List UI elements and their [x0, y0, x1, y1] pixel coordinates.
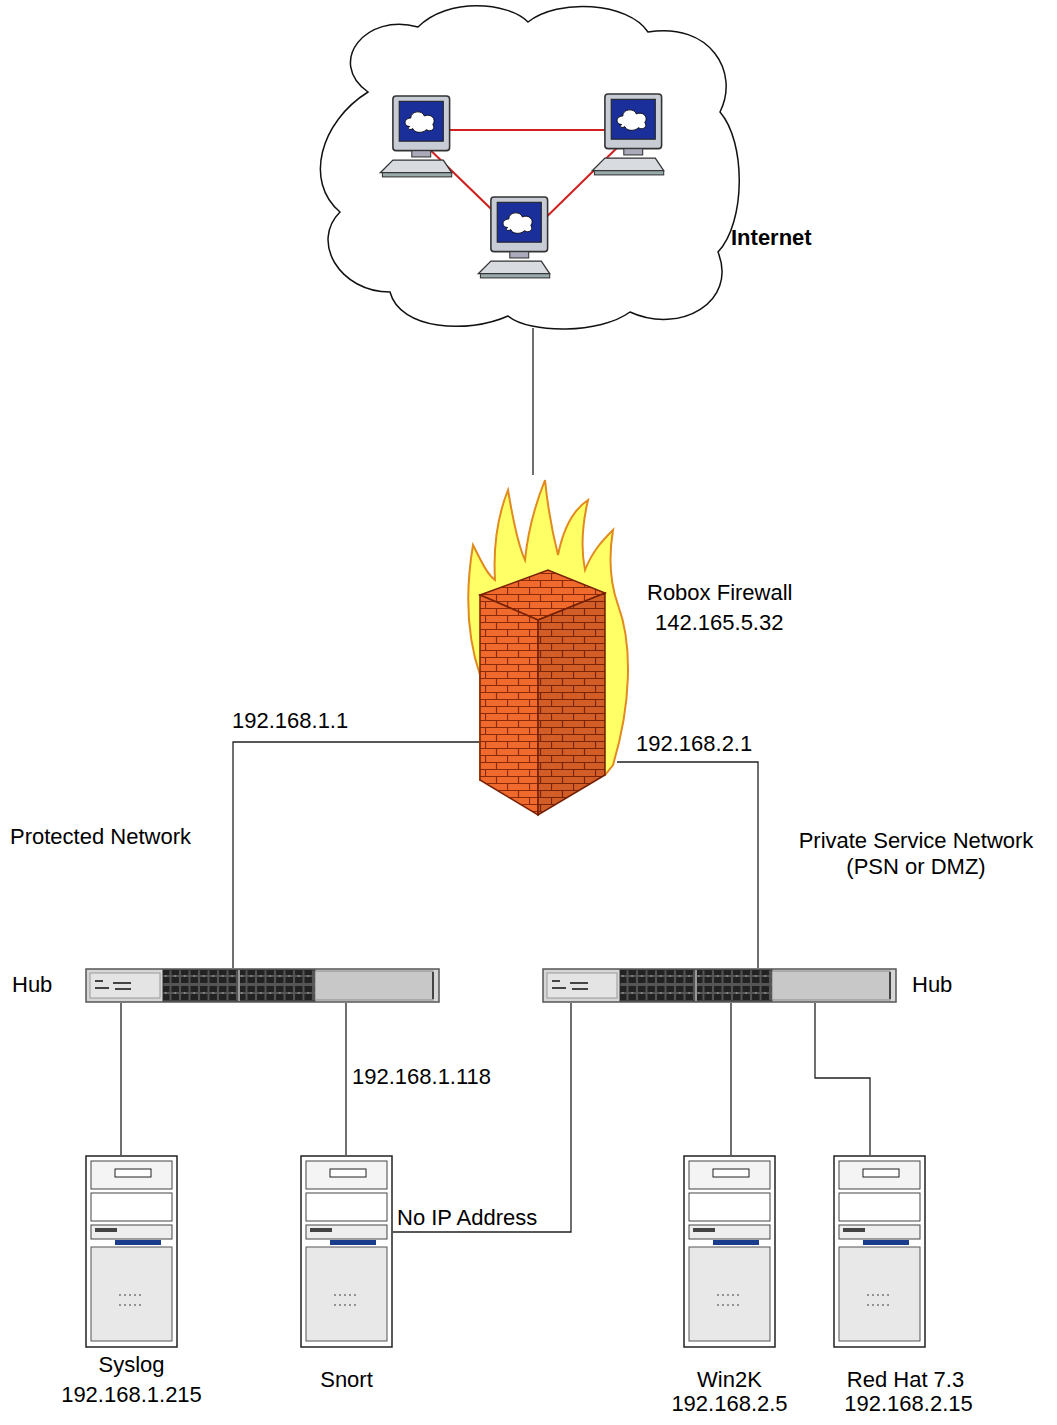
server-tower: Win2K192.168.2.5 — [683, 1155, 776, 1348]
hub-device: Hub — [542, 968, 897, 1003]
network-cable — [532, 328, 533, 475]
server-tower-outline — [300, 1155, 393, 1348]
network-cable — [233, 742, 480, 968]
edge-label: 192.168.1.1 — [232, 708, 348, 734]
network-cable — [617, 762, 758, 968]
network-cable — [120, 1003, 121, 1155]
server-tower-outline — [683, 1155, 776, 1348]
node-name: Hub — [12, 972, 52, 998]
edge-label: 192.168.2.1 — [636, 731, 752, 757]
network-cable — [730, 1003, 731, 1155]
network-cable — [393, 1003, 571, 1232]
internet-cloud-outline — [308, 0, 743, 330]
node-name: Syslog — [98, 1352, 164, 1378]
server-tower-outline — [85, 1155, 178, 1348]
hub-device: Hub — [85, 968, 440, 1003]
node-name: Win2K — [697, 1367, 762, 1393]
node-name: Red Hat 7.3 — [847, 1367, 964, 1393]
ip-address: 142.165.5.32 — [655, 610, 783, 636]
internet-cloud: Internet — [308, 0, 743, 330]
edge-label: No IP Address — [397, 1205, 537, 1231]
firewall-icon-outline — [463, 475, 635, 815]
ip-address: 192.168.1.215 — [61, 1382, 202, 1408]
node-name: Robox Firewall — [647, 580, 793, 606]
hub-device-outline — [542, 968, 897, 1003]
server-tower: Red Hat 7.3192.168.2.15 — [833, 1155, 926, 1348]
firewall-icon: Robox Firewall142.165.5.32 — [463, 475, 635, 815]
hub-device-outline — [85, 968, 440, 1003]
node-name: Snort — [320, 1367, 373, 1393]
ip-address: 192.168.2.15 — [844, 1391, 972, 1417]
node-name: Internet — [731, 225, 812, 251]
network-cable — [345, 1003, 346, 1155]
network-label: Protected Network — [10, 824, 191, 850]
edge-label: 192.168.1.118 — [352, 1064, 491, 1090]
network-label: Private Service Network (PSN or DMZ) — [775, 828, 1057, 880]
server-tower-outline — [833, 1155, 926, 1348]
server-tower: Syslog192.168.1.215 — [85, 1155, 178, 1348]
node-name: Hub — [912, 972, 952, 998]
ip-address: 192.168.2.5 — [671, 1391, 787, 1417]
server-tower: Snort — [300, 1155, 393, 1348]
network-cable — [815, 1003, 870, 1155]
